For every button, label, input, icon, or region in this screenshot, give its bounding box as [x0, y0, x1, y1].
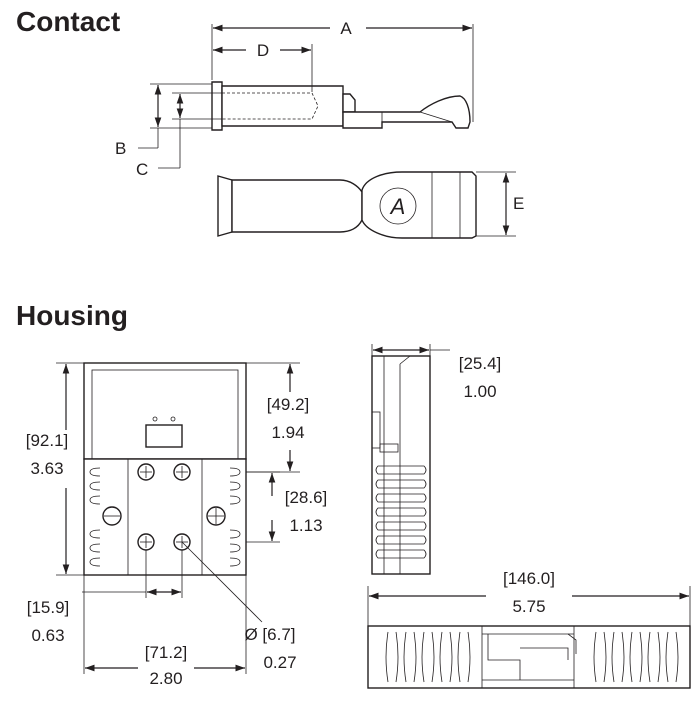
dim-e-label: E	[513, 194, 524, 213]
upper-in: 1.94	[271, 423, 304, 442]
contact-title: Contact	[16, 6, 121, 37]
hole-callout: Ø [6.7] 0.27	[181, 541, 297, 672]
dim-c-label: C	[136, 160, 148, 179]
pitch-v-in: 1.13	[289, 516, 322, 535]
dimension-a: A	[211, 19, 474, 122]
height-in: 3.63	[30, 459, 63, 478]
dimension-horizontal-pitch: [15.9] 0.63	[27, 550, 183, 645]
body-width-in: 2.80	[149, 669, 182, 688]
pitch-h-in: 0.63	[31, 626, 64, 645]
pitch-v-mm: [28.6]	[285, 488, 328, 507]
dimension-width: [25.4] 1.00	[371, 344, 502, 401]
contact-top-view: A	[217, 171, 477, 239]
pitch-h-mm: [15.9]	[27, 598, 70, 617]
dimension-overall-height: [92.1] 3.63	[26, 362, 84, 576]
body-width-mm: [71.2]	[145, 643, 188, 662]
dimension-b: B	[115, 83, 212, 158]
housing-long-view	[367, 625, 691, 689]
housing-title: Housing	[16, 300, 128, 331]
dimension-upper: [49.2] 1.94	[246, 362, 310, 473]
length-mm: [146.0]	[503, 569, 555, 588]
length-in: 5.75	[512, 597, 545, 616]
housing-front-view	[83, 362, 247, 576]
dimension-d: D	[213, 41, 313, 92]
width-mm: [25.4]	[459, 354, 502, 373]
dimension-c: C	[136, 92, 222, 179]
dimension-vertical-pitch: [28.6] 1.13	[246, 471, 328, 543]
contact-side-view	[211, 81, 471, 131]
dimension-body-width: [71.2] 2.80	[83, 575, 247, 688]
dimension-e: E	[476, 171, 524, 237]
dimension-length: [146.0] 5.75	[367, 569, 691, 626]
housing-side-view	[371, 355, 431, 575]
dim-d-label: D	[257, 41, 269, 60]
dim-b-label: B	[115, 139, 126, 158]
dim-a-label: A	[340, 19, 352, 38]
width-in: 1.00	[463, 382, 496, 401]
height-mm: [92.1]	[26, 431, 69, 450]
logo-letter: A	[389, 194, 406, 219]
hole-in: 0.27	[263, 653, 296, 672]
hole-mm: Ø [6.7]	[244, 625, 295, 644]
upper-mm: [49.2]	[267, 395, 310, 414]
